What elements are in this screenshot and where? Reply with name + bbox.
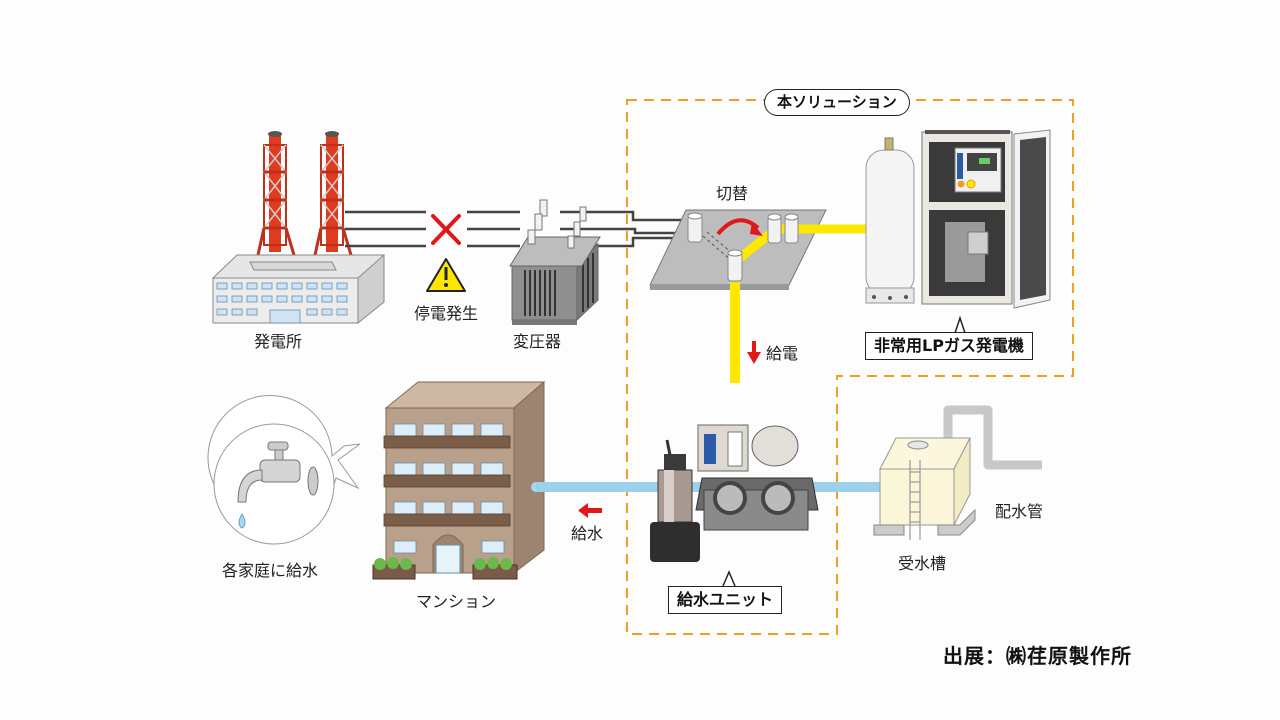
power-plant-illustration <box>211 131 385 325</box>
power-feed-arrow-icon <box>747 341 761 364</box>
mansion-illustration <box>372 380 546 580</box>
chimney-tower-left <box>256 131 296 256</box>
grid-power-lines <box>345 210 690 248</box>
lp-gas-generator-illustration <box>865 129 1051 309</box>
power-feed-label: 給電 <box>766 344 799 363</box>
transformer-label: 変圧器 <box>513 332 562 351</box>
mansion-label: マンション <box>416 592 497 611</box>
source-credit: 出展：㈱荏原製作所 <box>943 644 1132 668</box>
receiving-tank-label: 受水槽 <box>898 554 947 573</box>
outage-label: 停電発生 <box>414 304 479 323</box>
distribution-pipe-label: 配水管 <box>995 502 1044 521</box>
hedge-right <box>472 557 518 580</box>
solution-title: 本ソリューション <box>764 89 910 116</box>
chimney-tower-right <box>313 131 353 256</box>
transformer-illustration <box>509 199 601 325</box>
water-feed-arrow-icon <box>578 503 602 518</box>
supply-unit-label: 給水ユニット <box>668 586 783 614</box>
hedge-left <box>372 557 416 580</box>
receiving-tank-illustration <box>873 405 1042 540</box>
households-label: 各家庭に給水 <box>222 561 319 580</box>
solution-boundary <box>626 99 1074 635</box>
power-plant-label: 発電所 <box>254 332 303 351</box>
faucet-icon <box>237 441 319 529</box>
generator-label: 非常用LPガス発電機 <box>865 332 1033 360</box>
switch-panel-illustration <box>649 209 866 383</box>
outage-x-mark <box>431 214 461 245</box>
supply-unit-illustration <box>650 424 819 562</box>
water-feed-label: 給水 <box>571 524 604 543</box>
faucet-speech-bubble <box>207 395 361 545</box>
warning-icon <box>426 258 466 292</box>
switch-label: 切替 <box>716 184 749 203</box>
